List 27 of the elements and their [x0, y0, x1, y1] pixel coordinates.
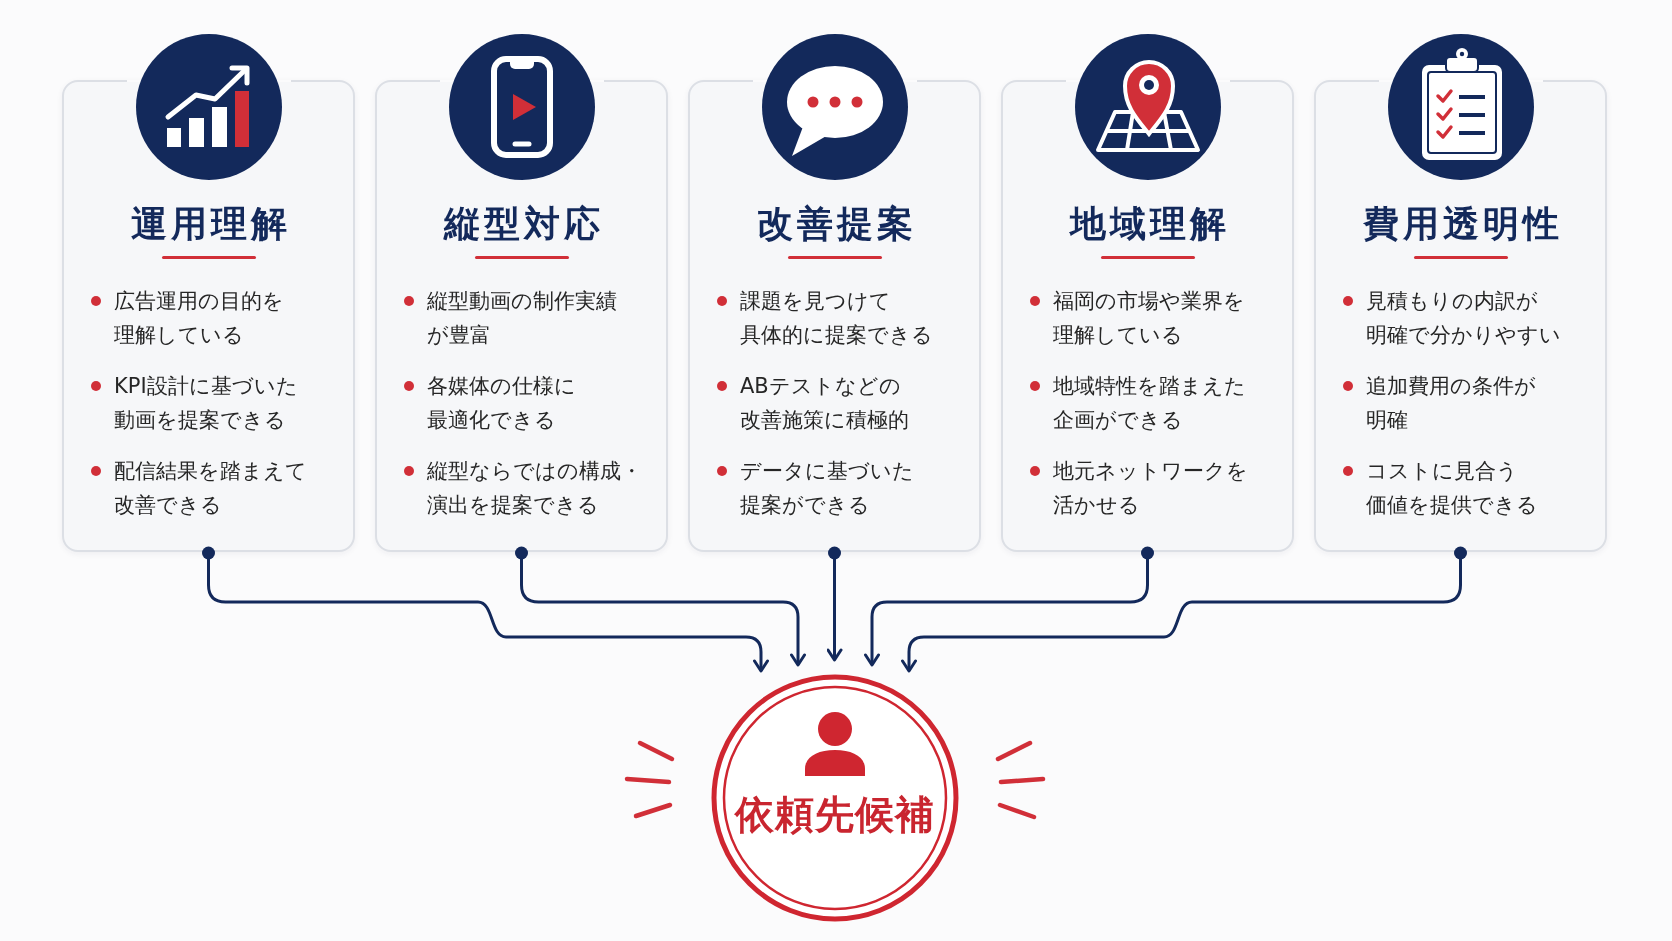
bullet-text: 地元ネットワークを活かせる [1053, 458, 1249, 519]
bullet-text: 各媒体の仕様に最適化できる [427, 373, 577, 434]
connector-arrow [826, 546, 843, 662]
bullet-text: 広告運用の目的を理解している [114, 288, 285, 349]
connector-arrow [864, 546, 1154, 667]
bullet-text: ABテストなどの改善施策に積極的 [740, 373, 910, 434]
card-heading: 費用透明性 [1361, 202, 1564, 246]
candidate-stamp [711, 674, 959, 922]
card-heading: 運用理解 [129, 202, 292, 246]
bullet-text: コストに見合う価値を提供できる [1366, 458, 1539, 519]
bullet-text: 縦型動画の制作実績が豊富 [427, 288, 618, 349]
bullet-text: 追加費用の条件が明確 [1366, 373, 1537, 434]
bullet-text: データに基づいた提案ができる [740, 458, 915, 519]
card-heading: 地域理解 [1068, 202, 1231, 246]
card-heading: 縦型対応 [442, 202, 605, 246]
bullet-text: 配信結果を踏まえて改善できる [114, 458, 308, 519]
bullet-text: 地域特性を踏まえた企画ができる [1053, 373, 1247, 434]
connector-arrow [202, 546, 769, 673]
bullet-text: 縦型ならではの構成・演出を提案できる [427, 458, 643, 519]
bullet-text: 見積もりの内訳が明確で分かりやすい [1366, 288, 1562, 349]
stamp-text: 依頼先候補 [733, 792, 936, 838]
connector-arrow [515, 546, 806, 667]
bullet-text: 福岡の市場や業界を理解している [1053, 288, 1246, 349]
card-heading: 改善提案 [755, 202, 918, 246]
connector-arrow [901, 546, 1467, 673]
bullet-text: 課題を見つけて具体的に提案できる [740, 288, 934, 349]
bullet-text: KPI設計に基づいた動画を提案できる [114, 373, 299, 434]
